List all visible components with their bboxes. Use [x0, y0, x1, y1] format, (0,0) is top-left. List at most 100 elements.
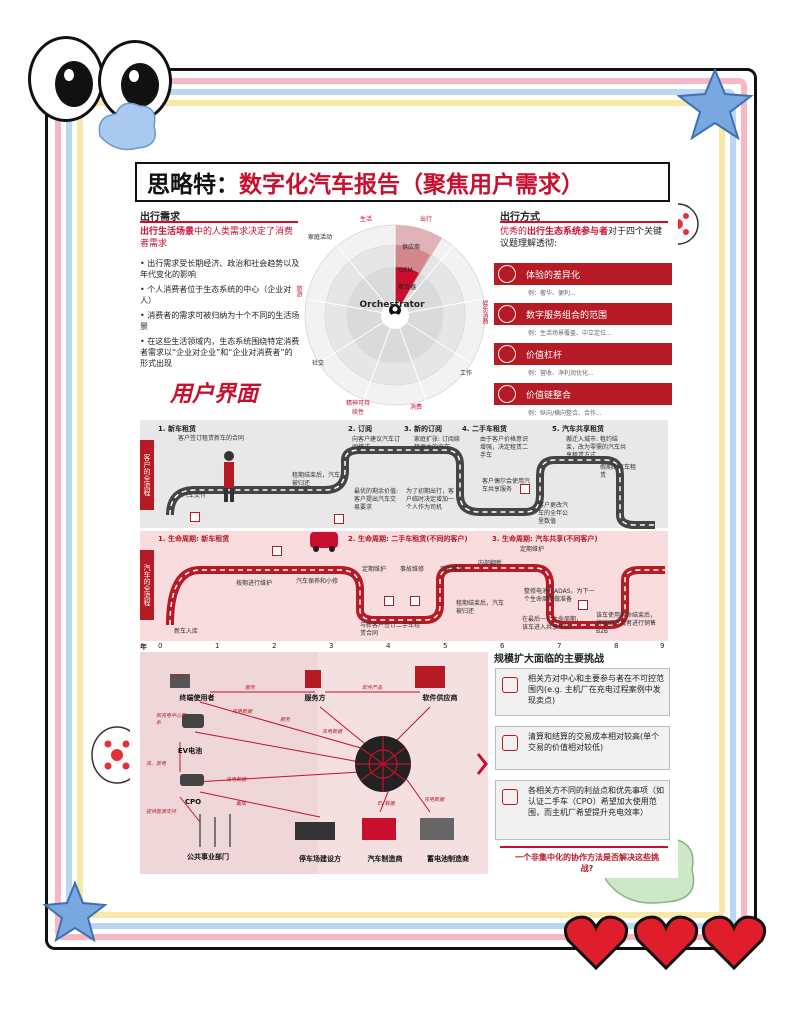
node-cpo: CPO	[184, 798, 202, 806]
vehicle-note: 新车入库	[174, 628, 199, 635]
calculator-icon	[502, 735, 518, 751]
left-heading-underline	[140, 221, 298, 223]
left-bullet: • 出行需求受长期经济、政治和社会趋势以及年代变化的影响	[140, 259, 300, 279]
stage-new-car-lease: 1. 新车租赁	[158, 425, 196, 433]
calendar-icon	[384, 596, 394, 606]
svg-text:供应商: 供应商	[402, 243, 420, 251]
journey-note: 由于客户价格意识增强，决定租赁二手车	[480, 436, 529, 459]
vehicle-note: 定期维护	[520, 546, 545, 553]
journey-note: 最优的剩余价值: 客户提出汽车交易要求	[354, 488, 399, 511]
fingerprint-icon	[498, 265, 516, 283]
calendar-icon	[272, 546, 282, 556]
wheel-sector-label: 消费	[410, 404, 423, 411]
axis-label: 年	[140, 643, 147, 651]
flow-label: 和充电中心联系	[156, 713, 187, 726]
axis-tick: 9	[660, 642, 665, 650]
flow-label: 充电数据	[226, 777, 247, 783]
ribbon-subtext: 例：营收、净利润优化...	[528, 370, 594, 377]
node-car-manufacturer: 汽车制造商	[367, 855, 403, 863]
flow-label: 服务	[280, 717, 291, 723]
journey-note: 假期的汽车租赁	[600, 464, 637, 479]
axis-tick: 3	[329, 642, 334, 650]
vehicle-note: 整修电池和ADAS，为下一个生命周期做准备	[524, 588, 595, 603]
travel-mode-heading: 出行方式	[500, 212, 540, 223]
axis-tick: 0	[158, 642, 163, 650]
journey-note: 为了初期出行，客户临时决定增加一个人作为司机	[406, 488, 455, 511]
travel-demand-heading: 出行需求	[140, 212, 180, 223]
flow-label: 服务	[245, 685, 256, 691]
ribbon-digital-service-portfolio: 数字服务组合的范围	[494, 303, 672, 325]
svg-text:OEM: OEM	[399, 267, 413, 274]
wheel-sector-label: 出行	[420, 216, 433, 223]
title-main: 数字化汽车报告（聚焦用户需求）	[239, 172, 584, 198]
right-intro: 优秀的出行生态系统参与者对于四个关键议题理解透彻:	[500, 226, 668, 250]
left-bullet: • 个人消费者位于生态系统的中心（企业对人）	[140, 285, 292, 305]
challenge-card: 相关方对中心和主要参与者在不可控范围内(e.g. 主机厂在充电过程案例中发现卖点…	[495, 668, 670, 716]
journey-track-diagram	[166, 446, 665, 629]
node-ev-battery: EV电池	[177, 747, 203, 755]
journey-note: 向客户建议汽车订阅模式	[352, 436, 401, 451]
flow-label: 充电数据	[424, 797, 445, 803]
journey-note: 搬迁入城市: 租约结束，改为零需的汽车共享租赁方式	[566, 436, 627, 459]
ecosystem-panel-left	[140, 652, 318, 874]
journey-note: 租期结束后，汽车被归还	[292, 472, 341, 487]
journey-note: 客户偶尔会使用汽车共享服务	[482, 478, 531, 493]
flow-label: 提供能源支持	[146, 809, 177, 815]
ribbon-subtext: 例：纵向/横向整合、合作...	[528, 410, 602, 417]
calendar-icon	[334, 514, 344, 524]
frame-stripe-pink	[55, 78, 747, 940]
wheel-sector-label: 旅游	[295, 285, 302, 297]
node-software-supplier: 软件供应商	[422, 694, 458, 702]
vehicle-note: 定期维护	[362, 566, 387, 573]
vehicle-note: 内部翻新	[478, 560, 503, 567]
vehicle-note: 汽车保养和小修	[296, 578, 339, 585]
orchestrator-label: Orchestrator	[359, 300, 425, 310]
timeline-axis: 年 0 1 2 3 4 5 6 7 8 9	[140, 642, 668, 652]
wheel-sector-label: 精神可持续性	[345, 400, 370, 416]
wheel-sector-label: 工作	[460, 370, 473, 377]
node-public-utility: 公共事业部门	[187, 853, 229, 861]
right-heading-underline	[500, 221, 668, 223]
right-intro-rest: 对于四个关键议题理解透彻:	[500, 227, 663, 249]
node-battery-manufacturer: 蓄电池制造商	[427, 855, 469, 863]
question-divider	[500, 846, 668, 848]
calendar-icon	[520, 484, 530, 494]
vehicle-note: 事故维修	[400, 566, 425, 573]
stage-lifecycle-new: 1. 生命周期: 新车租赁	[158, 535, 230, 543]
left-bullet: • 在这些生活领域内，生态系统围绕特定消费者需求以“企业对企业”和“企业对消费者…	[140, 337, 300, 368]
life-scenario-wheel: 供应商 OEM 聚合器	[304, 224, 486, 406]
node-end-user: 终端使用者	[179, 694, 215, 702]
screen-icon	[498, 305, 516, 323]
ribbon-value-chain-integration: 价值链整合	[494, 383, 672, 405]
journey-note: 家庭扩张: 订阅续租更大的汽车	[414, 436, 460, 451]
axis-tick: 1	[215, 642, 220, 650]
heart-sticker-icon	[633, 915, 699, 971]
vehicle-note: 在最后一个生命周期，该车进入共享车队	[522, 616, 583, 631]
network-icon	[498, 385, 516, 403]
flow-label: 充、放电	[146, 761, 167, 767]
title-prefix: 思略特：	[147, 172, 239, 198]
flow-label: 充电数据	[322, 729, 343, 735]
challenges-heading: 规模扩大面临的主要挑战	[494, 654, 604, 665]
ecosystem-network-diagram	[170, 666, 454, 847]
stage-lifecycle-sharing: 3. 生命周期: 汽车共享(不同客户)	[492, 535, 598, 543]
cartoon-eye-left-icon	[28, 36, 104, 122]
right-intro-bold: 出行生态系统参与者	[527, 227, 609, 237]
flower-sticker-bottom-icon	[91, 726, 143, 784]
stage-car-sharing: 5. 汽车共享租赁	[552, 425, 604, 433]
stage-used-car-lease: 4. 二手车租赁	[462, 425, 507, 433]
heart-sticker-icon	[701, 915, 767, 971]
network-nodes-icon	[502, 789, 518, 805]
left-intro: 出行生活场景中的人类需求决定了消费者需求	[140, 226, 300, 250]
customer-journey-label: 客户的全流程	[140, 440, 154, 510]
closing-question: 一个非集中化的协作方法是否解决这些挑战?	[515, 853, 659, 873]
journey-note: 汽车交付	[182, 492, 207, 499]
axis-tick: 6	[500, 642, 505, 650]
journey-note: 客户签订租赁新车的合同	[178, 435, 245, 442]
handwritten-user-interface: 用户界面	[170, 382, 259, 407]
frame-stripe-yellow	[77, 100, 725, 918]
stage-new-subscription: 3. 新的订阅	[404, 425, 442, 433]
chevron-right-icon	[476, 753, 488, 775]
left-bullet-list: • 出行需求受长期经济、政治和社会趋势以及年代变化的影响 • 个人消费者位于生态…	[140, 258, 300, 369]
vehicle-note: 租期结束后，汽车被归还	[456, 600, 505, 615]
